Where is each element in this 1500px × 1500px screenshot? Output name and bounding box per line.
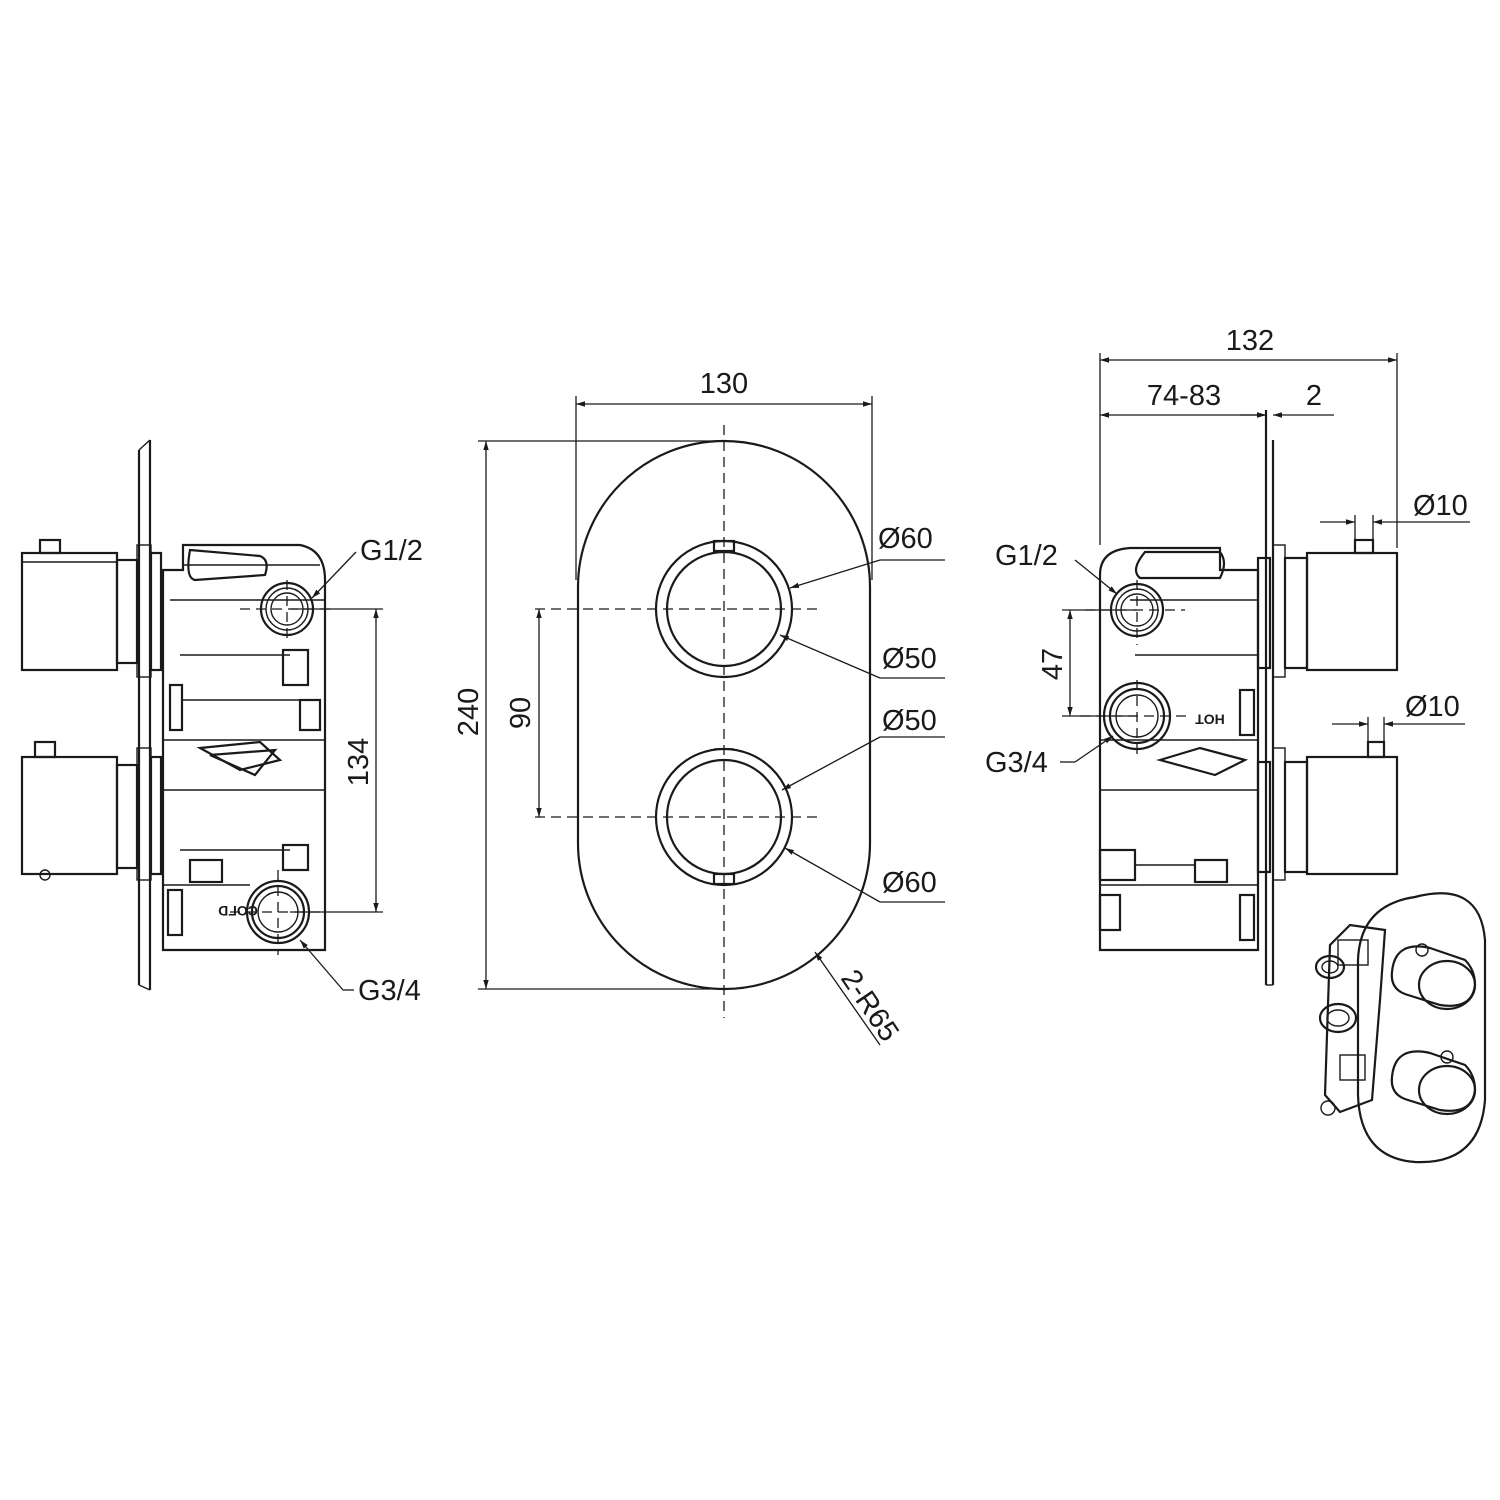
right-side-view: HOT	[985, 325, 1470, 986]
callout-dia60-bottom: Ø60	[784, 847, 945, 903]
left-wall-plate	[137, 439, 152, 991]
right-valve-body: HOT	[1098, 546, 1260, 952]
left-g34-label: G3/4	[358, 975, 421, 1007]
dim-47-label: 47	[1037, 648, 1069, 680]
dimension-74-83: 74-83	[1100, 380, 1266, 418]
front-view: 130 240 90 Ø60 Ø50 Ø	[453, 368, 945, 1047]
left-valve-body: COLD	[161, 543, 327, 952]
dim-90-label: 90	[505, 697, 537, 729]
right-g34-label: G3/4	[985, 747, 1048, 779]
left-lower-knob	[20, 740, 163, 881]
left-upper-knob	[20, 538, 163, 678]
dimension-134: 134	[290, 608, 383, 913]
callout-dia50-top: Ø50	[779, 634, 945, 679]
dia60-bottom-label: Ø60	[882, 867, 937, 899]
front-lower-handle	[654, 747, 794, 887]
dia60-top-label: Ø60	[878, 523, 933, 555]
dim-132-label: 132	[1226, 325, 1274, 357]
dia50-bottom-label: Ø50	[882, 705, 937, 737]
dimension-47: 47	[1037, 609, 1137, 717]
callout-dia60-top: Ø60	[789, 523, 945, 589]
right-wall-plate	[1264, 410, 1275, 986]
dimension-240: 240	[453, 440, 720, 990]
dim-130-label: 130	[700, 368, 748, 400]
left-side-view: COLD 134 G1/2	[20, 439, 423, 1007]
dia50-top-label: Ø50	[882, 643, 937, 675]
dimension-dia10-top: Ø10	[1320, 490, 1470, 540]
right-g12-label: G1/2	[995, 540, 1058, 572]
hot-label: HOT	[1195, 711, 1225, 727]
left-g12-label: G1/2	[360, 535, 423, 567]
iso-upper-knob	[1390, 943, 1477, 1011]
dia10-bottom-label: Ø10	[1405, 691, 1460, 723]
dim-134-label: 134	[343, 738, 375, 786]
callout-r65: 2-R65	[814, 951, 905, 1047]
right-upper-knob	[1256, 538, 1399, 678]
left-g34-callout: G3/4	[299, 939, 421, 1007]
r65-label: 2-R65	[834, 964, 905, 1047]
callout-dia50-bottom: Ø50	[781, 705, 945, 791]
dim-240-label: 240	[453, 688, 485, 736]
dimension-132: 132	[1099, 325, 1398, 548]
dimension-dia10-bottom: Ø10	[1332, 691, 1465, 742]
isometric-view	[1314, 892, 1487, 1164]
dimension-90: 90	[505, 609, 542, 817]
right-g12-callout: G1/2	[995, 540, 1118, 595]
right-lower-knob	[1256, 740, 1399, 881]
iso-lower-knob	[1390, 1050, 1477, 1116]
right-g34-callout: G3/4	[985, 735, 1114, 779]
dia10-top-label: Ø10	[1413, 490, 1468, 522]
dim-74-83-label: 74-83	[1147, 380, 1221, 412]
left-g12-callout: G1/2	[311, 535, 423, 599]
front-upper-handle	[654, 539, 794, 679]
dim-2-label: 2	[1306, 380, 1322, 412]
dimension-130: 130	[575, 368, 873, 580]
dimension-2: 2	[1240, 380, 1334, 418]
